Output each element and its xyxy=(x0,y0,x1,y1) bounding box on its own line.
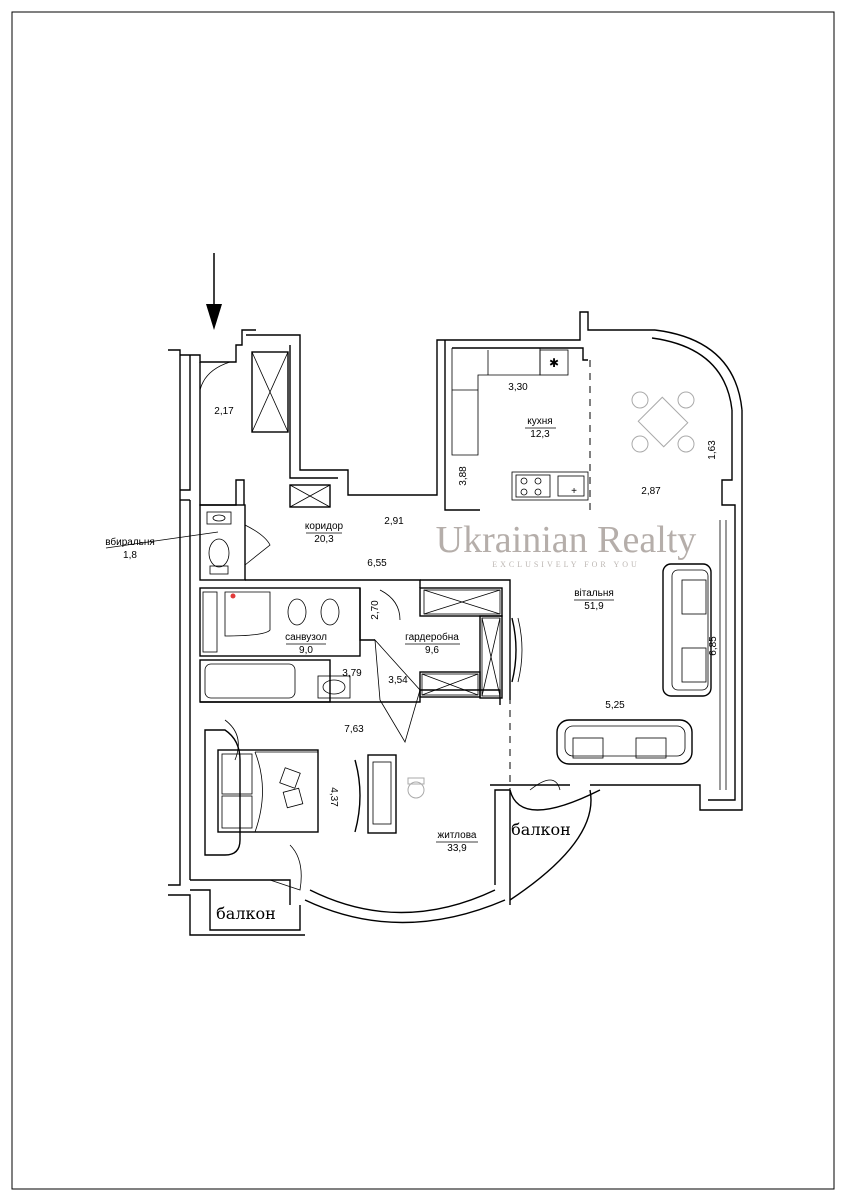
asterisk-icon: ✱ xyxy=(549,356,559,370)
page-frame xyxy=(11,11,835,1190)
toilet-area: 1,8 xyxy=(123,550,137,561)
balcony-left-label: балкон xyxy=(216,904,276,923)
kitchen-name: кухня xyxy=(527,416,552,427)
wardrobe-name: гардеробна xyxy=(405,631,459,643)
dim-wardrobe-length: 3,54 xyxy=(388,675,408,686)
kitchen-furniture: ✱ + xyxy=(451,348,589,501)
toilet-fixtures xyxy=(206,511,232,575)
living-area: 51,9 xyxy=(584,601,604,612)
entrance-arrow-icon xyxy=(206,253,222,330)
dim-bath-width: 3,79 xyxy=(342,668,362,679)
doors xyxy=(199,361,561,891)
kitchen-area: 12,3 xyxy=(530,429,550,440)
living-sofas xyxy=(511,563,712,765)
dim-kitchen-width: 3,30 xyxy=(508,382,528,393)
bedroom-furniture xyxy=(204,729,425,856)
bedroom-name: житлова xyxy=(438,830,477,841)
bathroom-area: 9,0 xyxy=(299,645,313,656)
dim-bedroom-depth: 4,37 xyxy=(328,787,339,807)
interior-walls xyxy=(199,360,591,790)
dim-entry-width: 2,17 xyxy=(214,406,234,417)
living-name: вітальня xyxy=(574,588,614,599)
dim-bedroom-width: 7,63 xyxy=(344,724,364,735)
dim-living-depth: 2,87 xyxy=(641,486,661,497)
bathroom-fixtures xyxy=(202,591,351,699)
watermark-title: Ukrainian Realty xyxy=(436,519,697,561)
outer-walls xyxy=(168,311,743,936)
toilet-name: вбиральня xyxy=(105,536,155,548)
dim-corridor-width: 2,91 xyxy=(384,516,404,527)
dim-living-length: 6,85 xyxy=(708,636,719,656)
dim-corridor-length: 6,55 xyxy=(367,558,387,569)
dim-living-bay: 1,63 xyxy=(707,440,718,460)
sink-tap-icon: + xyxy=(571,486,577,497)
dim-kitchen-depth: 3,88 xyxy=(458,466,469,486)
corridor-name: коридор xyxy=(305,521,344,532)
dim-living-width: 5,25 xyxy=(605,700,625,711)
dining-table-icon xyxy=(631,391,695,453)
dim-wardrobe-width: 2,70 xyxy=(370,600,381,620)
wardrobe-area: 9,6 xyxy=(425,645,439,656)
corridor-area: 20,3 xyxy=(314,534,334,545)
bedroom-area: 33,9 xyxy=(447,843,467,854)
watermark-subtitle: EXCLUSIVELY FOR YOU xyxy=(492,560,640,569)
ventilation-shafts xyxy=(251,351,501,697)
balcony-right-label: балкон xyxy=(511,820,571,839)
bathroom-name: санвузол xyxy=(285,632,327,643)
